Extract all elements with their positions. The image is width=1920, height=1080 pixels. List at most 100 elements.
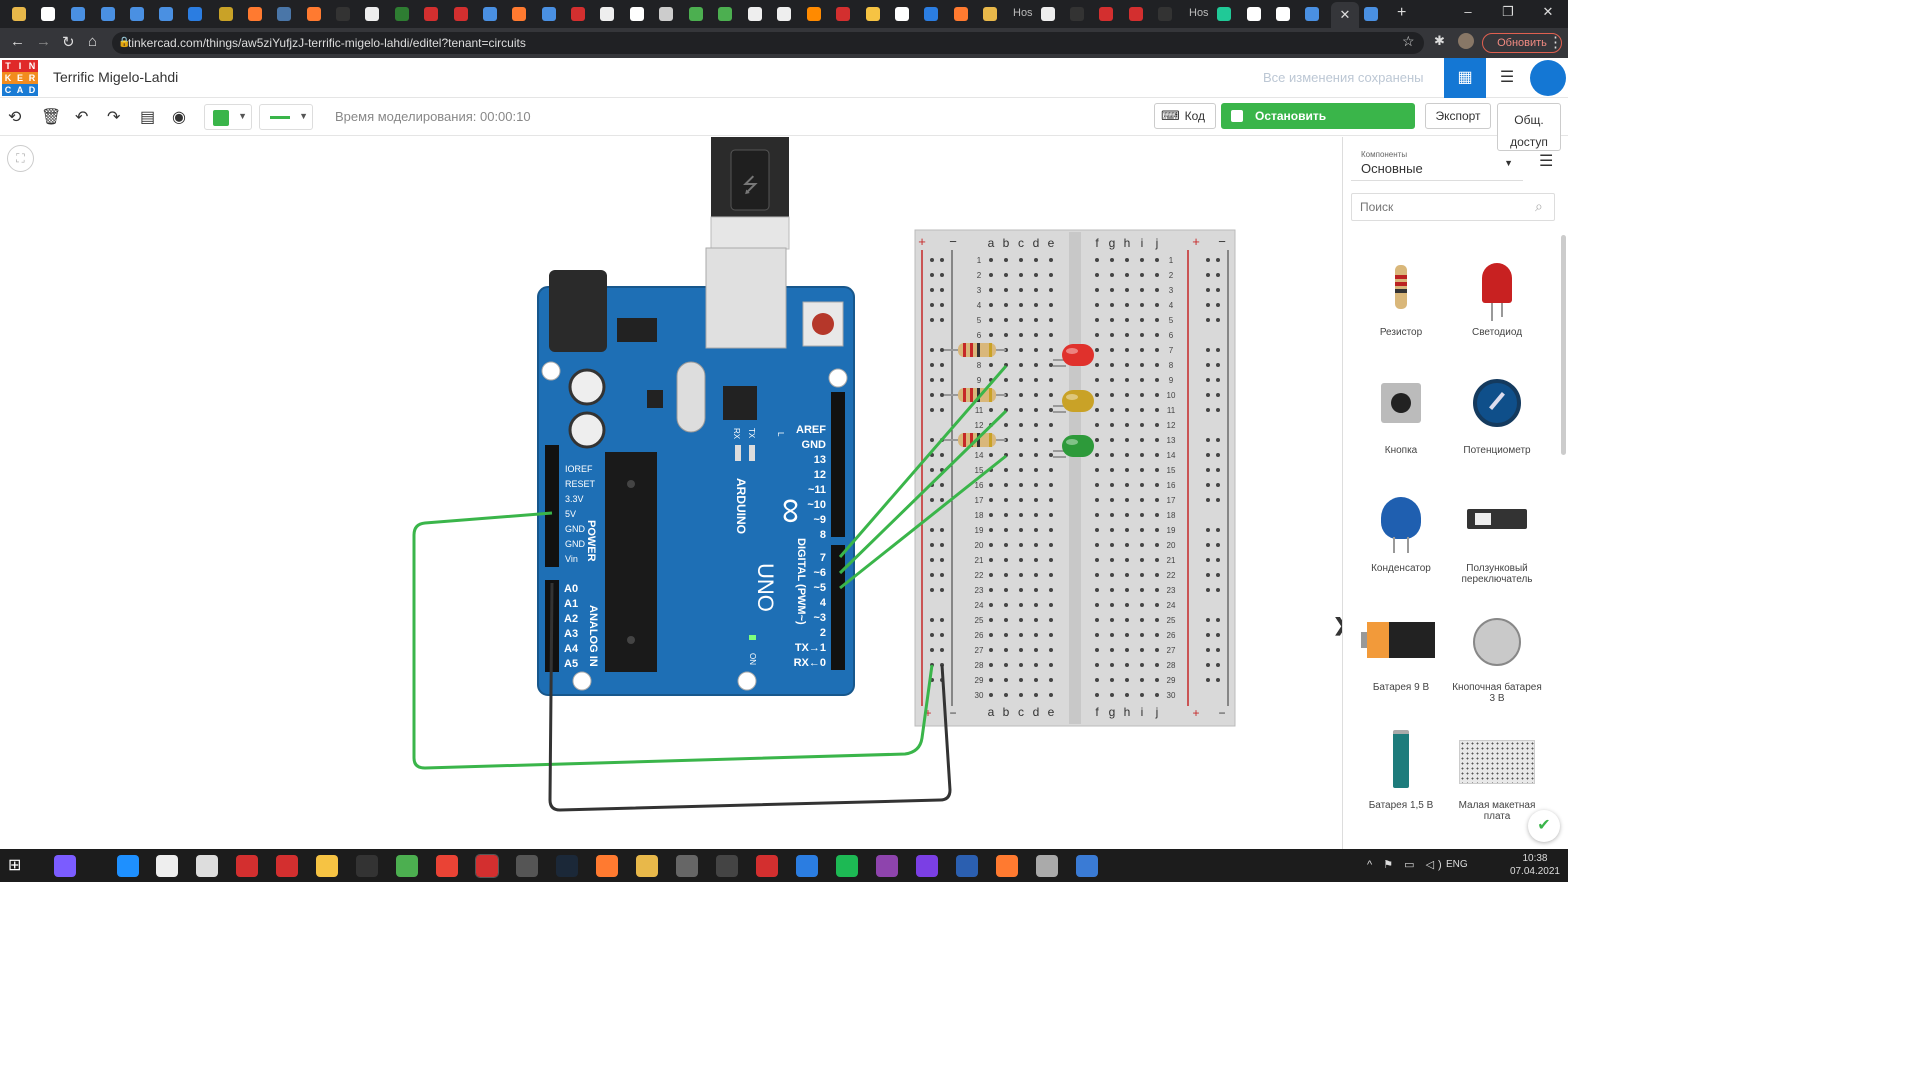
taskbar-app-icon[interactable] [916,855,938,877]
language-indicator[interactable]: ENG [1446,859,1468,870]
minimize-icon[interactable]: – [1464,4,1472,19]
taskbar-app-icon[interactable] [475,854,499,878]
taskbar-app-icon[interactable] [756,855,778,877]
browser-tab[interactable] [479,4,501,24]
components-dropdown[interactable]: Компоненты Основные ▼ [1351,145,1523,181]
browser-tab[interactable] [685,4,707,24]
taskbar-app-icon[interactable] [636,855,658,877]
component-item[interactable]: Потенциометр [1449,375,1545,456]
forward-icon[interactable]: → [36,33,51,50]
taskbar-app-icon[interactable] [876,855,898,877]
arduino-uno-board[interactable]: IOREFRESET3.3V5VGNDGNDVinA0A1A2A3A4A5ARE… [537,247,855,696]
tab-label[interactable]: Hos [1189,7,1209,19]
taskbar-app-icon[interactable] [956,855,978,877]
redo-icon[interactable]: ↷ [107,109,121,126]
schematic-list-button[interactable]: ☰ [1488,58,1526,98]
taskbar-app-icon[interactable] [996,855,1018,877]
panel-scrollbar[interactable] [1561,235,1566,455]
taskbar-app-icon[interactable] [436,855,458,877]
taskbar-app-icon[interactable] [396,855,418,877]
export-button[interactable]: Экспорт [1425,103,1491,129]
taskbar-app-icon[interactable] [117,855,139,877]
fit-view-button[interactable]: ⛶ [7,145,34,172]
taskbar-app-icon[interactable] [236,855,258,877]
component-item[interactable]: Кнопочная батарея 3 В [1449,612,1545,704]
browser-tab[interactable] [773,4,795,24]
ground-wire[interactable] [548,582,952,812]
taskbar-app-icon[interactable] [196,855,218,877]
browser-menu-icon[interactable]: ⋮ [1548,34,1563,51]
profile-icon[interactable] [1458,33,1474,49]
browser-tab[interactable] [920,4,942,24]
taskbar-app-icon[interactable] [316,855,338,877]
browser-tab[interactable] [391,4,413,24]
signal-wire-pin6[interactable] [838,409,1008,575]
rotate-icon[interactable]: ⟲ [8,109,22,126]
browser-tab[interactable] [1360,4,1382,24]
project-title[interactable]: Terrific Migelo-Lahdi [53,69,179,85]
expand-panel-icon[interactable]: ❯ [1333,615,1342,636]
user-avatar[interactable] [1530,60,1566,96]
browser-tab[interactable] [37,4,59,24]
browser-tab[interactable] [832,4,854,24]
update-browser-button[interactable]: Обновить [1482,33,1562,53]
list-view-toggle-icon[interactable]: ☰ [1539,153,1554,170]
led[interactable] [1053,435,1094,458]
component-item[interactable]: Батарея 9 В [1353,612,1449,693]
component-item[interactable]: Светодиод [1449,257,1545,338]
component-search-input[interactable] [1351,193,1555,221]
back-icon[interactable]: ← [10,33,25,50]
taskbar-app-icon[interactable] [1076,855,1098,877]
component-item[interactable]: Кнопка [1353,375,1449,456]
browser-tab[interactable] [744,4,766,24]
browser-tab[interactable] [273,4,295,24]
bookmark-star-icon[interactable]: ☆ [1402,33,1415,49]
reload-icon[interactable]: ↻ [62,34,75,51]
browser-tab[interactable] [567,4,589,24]
browser-tab[interactable] [626,4,648,24]
visibility-icon[interactable]: ◉ [172,109,186,126]
active-tab-close-button[interactable]: ✕ [1331,2,1359,28]
browser-tab[interactable] [155,4,177,24]
taskbar-app-icon[interactable] [676,855,698,877]
browser-tab[interactable] [1272,4,1294,24]
browser-tab[interactable] [979,4,1001,24]
browser-tab[interactable] [1095,4,1117,24]
browser-tab[interactable] [244,4,266,24]
notes-icon[interactable]: ▤ [140,109,156,126]
component-item[interactable]: Резистор [1353,257,1449,338]
led[interactable] [1053,390,1094,413]
system-tray-icons[interactable]: ^ ⚑ ▭ ◁) [1367,859,1446,871]
browser-tab[interactable] [803,4,825,24]
browser-tab[interactable] [97,4,119,24]
taskbar-app-icon[interactable] [836,855,858,877]
browser-tab[interactable] [1037,4,1059,24]
new-tab-button[interactable]: + [1397,4,1407,21]
wire-type-selector[interactable]: ▼ [259,104,313,130]
component-item[interactable]: Конденсатор [1353,493,1449,574]
taskbar-app-icon[interactable] [156,855,178,877]
browser-tab[interactable] [215,4,237,24]
browser-tab[interactable] [450,4,472,24]
browser-tab[interactable] [420,4,442,24]
browser-tab[interactable] [361,4,383,24]
security-shield-icon[interactable]: ✔ [1528,810,1560,842]
close-window-icon[interactable]: ✕ [1542,4,1554,19]
address-bar[interactable]: 🔒 tinkercad.com/things/aw5ziYufjzJ-terri… [112,32,1424,54]
home-icon[interactable]: ⌂ [88,33,98,50]
taskbar-app-icon[interactable] [276,855,298,877]
power-5v-wire[interactable] [412,511,934,770]
browser-tab[interactable] [1066,4,1088,24]
led[interactable] [1053,344,1094,367]
reset-button[interactable] [812,313,834,335]
browser-tab[interactable] [1154,4,1176,24]
circuit-drawing[interactable]: ⭍IOREFRESET3.3V5VGNDGNDVinA0A1A2A3A4A5AR… [0,137,1342,849]
browser-tab[interactable] [655,4,677,24]
browser-tab[interactable] [332,4,354,24]
start-menu-icon[interactable]: ⊞ [8,855,30,877]
browser-tab[interactable] [184,4,206,24]
clock[interactable]: 10:38 07.04.2021 [1510,852,1560,878]
taskbar-app-icon[interactable] [716,855,738,877]
taskbar-app-icon[interactable] [356,855,378,877]
